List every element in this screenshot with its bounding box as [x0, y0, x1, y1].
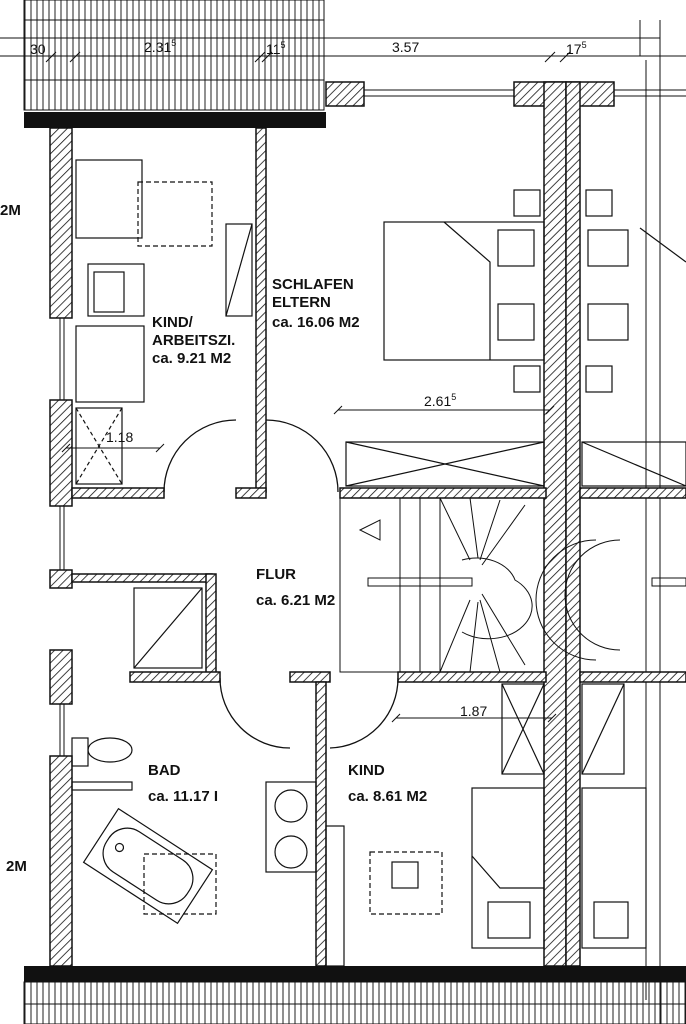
roof-top-strip [23, 0, 325, 111]
room-schlafen-area: ca. 16.06 M2 [272, 314, 360, 331]
dim-261: 2.615 [424, 392, 457, 410]
dim-30: 30 [30, 41, 46, 57]
eave-bar-bottom [24, 966, 686, 982]
dim-11-sup: 5 [280, 40, 286, 50]
dim-17: 175 [566, 40, 587, 58]
room-schlafen-line2: ELTERN [272, 294, 331, 311]
dim-11-value: 11 [266, 41, 281, 57]
dim-261-value: 2.61 [424, 393, 452, 409]
dim-11: 115 [266, 40, 286, 58]
staircase [339, 497, 686, 673]
room-bad-area: ca. 11.17 I [148, 788, 219, 805]
dim-17-value: 17 [566, 41, 582, 57]
door-swings [163, 419, 399, 749]
edge-label-upper: 2M [0, 202, 21, 219]
room-kind-arbeit-line2: ARBEITSZI. [152, 332, 236, 349]
room-kind-area: ca. 8.61 M2 [348, 788, 428, 805]
windows [59, 89, 686, 756]
dim-17-sup: 5 [581, 40, 587, 50]
room-kind-name: KIND [348, 762, 385, 779]
hatched-walls [49, 81, 686, 967]
roof-bottom-strip [23, 981, 686, 1024]
interior-dimension-lines [61, 405, 557, 723]
dim-231: 2.315 [144, 38, 177, 56]
dim-231-value: 2.31 [144, 39, 172, 55]
room-flur-area: ca. 6.21 M2 [256, 592, 336, 609]
eave-bar-top [24, 112, 326, 128]
edge-label-lower: 2M [6, 858, 27, 875]
dim-118: 1.18 [106, 429, 134, 445]
room-bad-name: BAD [148, 762, 181, 779]
dim-261-sup: 5 [451, 392, 457, 402]
top-dimension-line [0, 20, 686, 1024]
dim-187: 1.87 [460, 703, 488, 719]
room-schlafen-line1: SCHLAFEN [272, 276, 354, 293]
room-kind-arbeit-line1: KIND/ [152, 314, 193, 331]
room-kind-arbeit-area: ca. 9.21 M2 [152, 350, 232, 367]
furniture [71, 159, 686, 967]
dim-231-sup: 5 [171, 38, 177, 48]
dim-357: 3.57 [392, 39, 420, 55]
room-flur-name: FLUR [256, 566, 296, 583]
